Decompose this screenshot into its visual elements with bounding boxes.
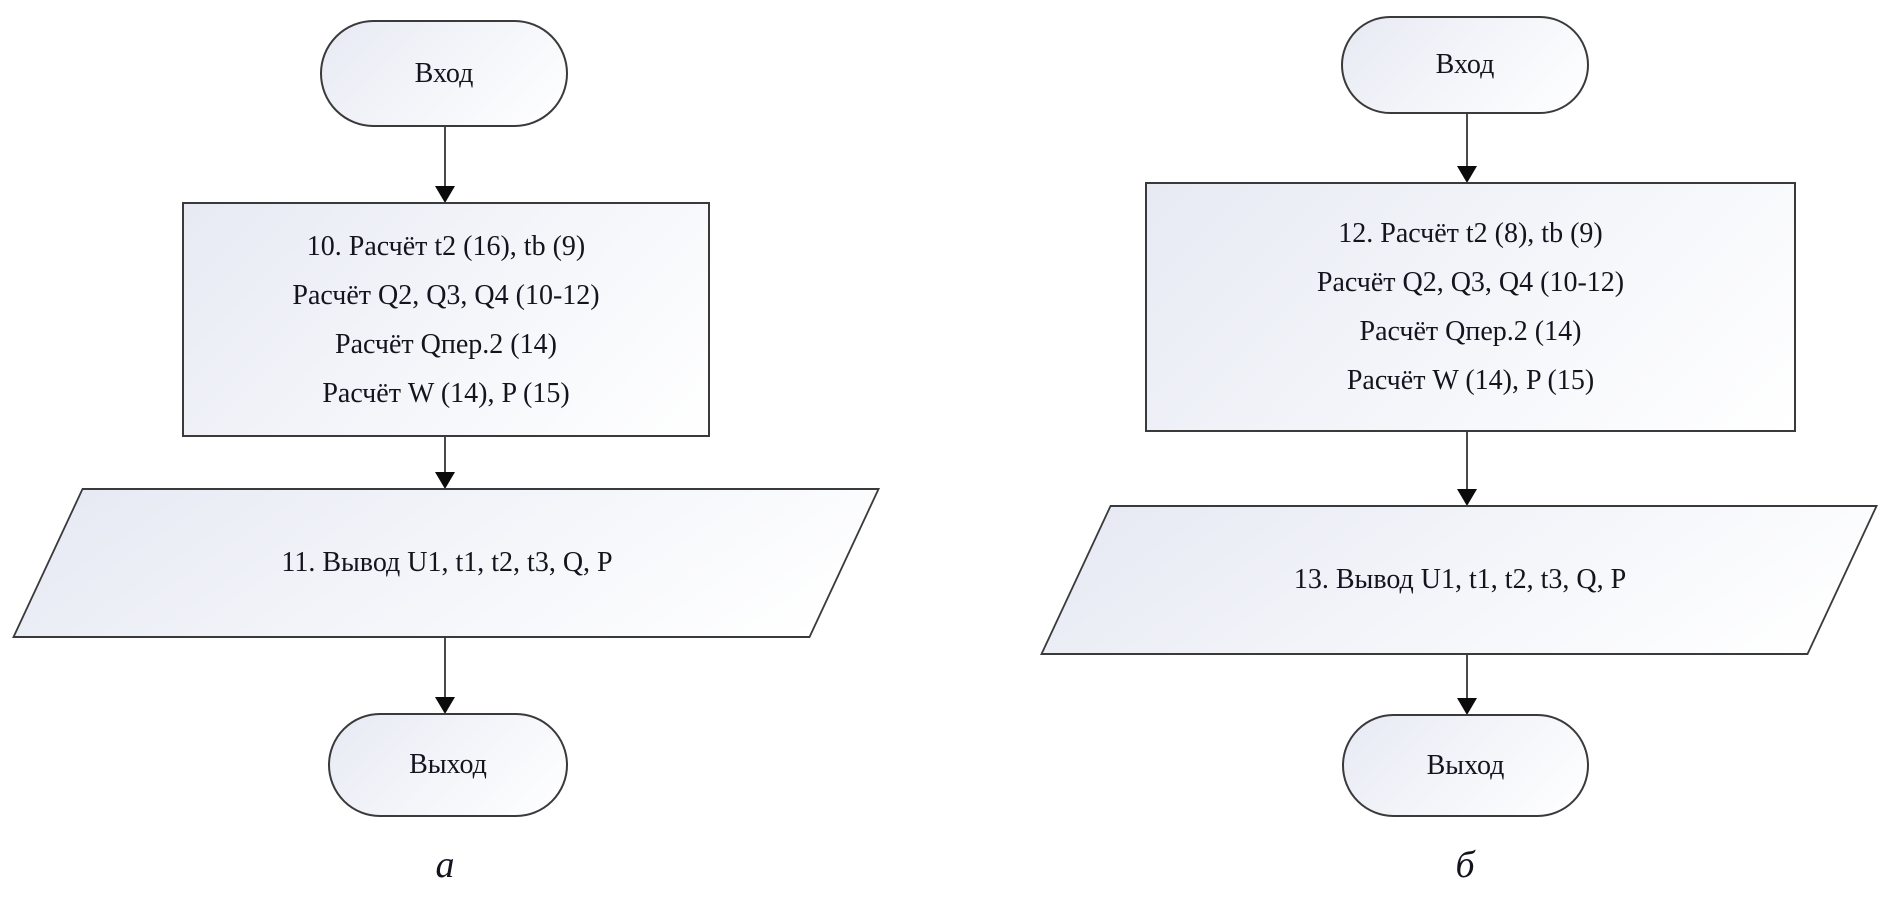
arrowhead-icon	[1457, 698, 1477, 715]
flowchart-b-start-terminal: Вход	[1341, 16, 1589, 114]
arrow-shaft	[1466, 655, 1468, 699]
arrow-shaft	[444, 437, 446, 473]
flowchart-b-output-parallelogram: 13. Вывод U1, t1, t2, t3, Q, P	[1040, 505, 1878, 655]
flowchart-a-process-box: 10. Расчёт t2 (16), tb (9) Расчёт Q2, Q3…	[182, 202, 710, 437]
flow-arrow	[1457, 655, 1477, 715]
flow-arrow	[435, 437, 455, 489]
arrowhead-icon	[435, 186, 455, 203]
arrowhead-icon	[1457, 166, 1477, 183]
flow-arrow	[1457, 114, 1477, 183]
arrow-shaft	[444, 127, 446, 187]
process-line: Расчёт Q2, Q3, Q4 (10-12)	[1316, 267, 1625, 298]
process-line: 12. Расчёт t2 (8), tb (9)	[1338, 218, 1603, 249]
flow-arrow	[1457, 432, 1477, 506]
flowchart-a-start-label: Вход	[414, 57, 474, 89]
arrow-shaft	[1466, 114, 1468, 167]
flow-arrow	[435, 127, 455, 203]
process-line: 10. Расчёт t2 (16), tb (9)	[306, 230, 586, 262]
arrow-shaft	[444, 638, 446, 698]
process-line: Расчёт Qпер.2 (14)	[335, 328, 557, 360]
flowchart-b-output-label: 13. Вывод U1, t1, t2, t3, Q, P	[1293, 564, 1627, 595]
flowchart-b-end-terminal: Выход	[1342, 714, 1589, 817]
flowchart-a-output-parallelogram: 11. Вывод U1, t1, t2, t3, Q, P	[12, 488, 881, 638]
flowchart-b-start-label: Вход	[1435, 49, 1495, 80]
flowchart-a-end-terminal: Выход	[328, 713, 568, 817]
flowchart-b-end-label: Выход	[1426, 749, 1505, 781]
flowchart-b-caption: б	[1455, 844, 1475, 886]
arrowhead-icon	[435, 697, 455, 714]
flowchart-a-end-label: Выход	[409, 749, 487, 780]
process-line: Расчёт Qпер.2 (14)	[1359, 316, 1582, 347]
arrowhead-icon	[1457, 489, 1477, 506]
process-line: Расчёт Q2, Q3, Q4 (10-12)	[292, 279, 600, 311]
process-line: Расчёт W (14), P (15)	[322, 377, 570, 409]
arrow-shaft	[1466, 432, 1468, 490]
process-line: Расчёт W (14), P (15)	[1346, 365, 1595, 396]
flow-arrow	[435, 638, 455, 714]
flowchart-b-process-box: 12. Расчёт t2 (8), tb (9) Расчёт Q2, Q3,…	[1145, 182, 1796, 432]
flowchart-a-output-label: 11. Вывод U1, t1, t2, t3, Q, P	[281, 547, 613, 578]
flowchart-a-start-terminal: Вход	[320, 20, 568, 127]
flowchart-a-caption: а	[435, 844, 455, 886]
arrowhead-icon	[435, 472, 455, 489]
